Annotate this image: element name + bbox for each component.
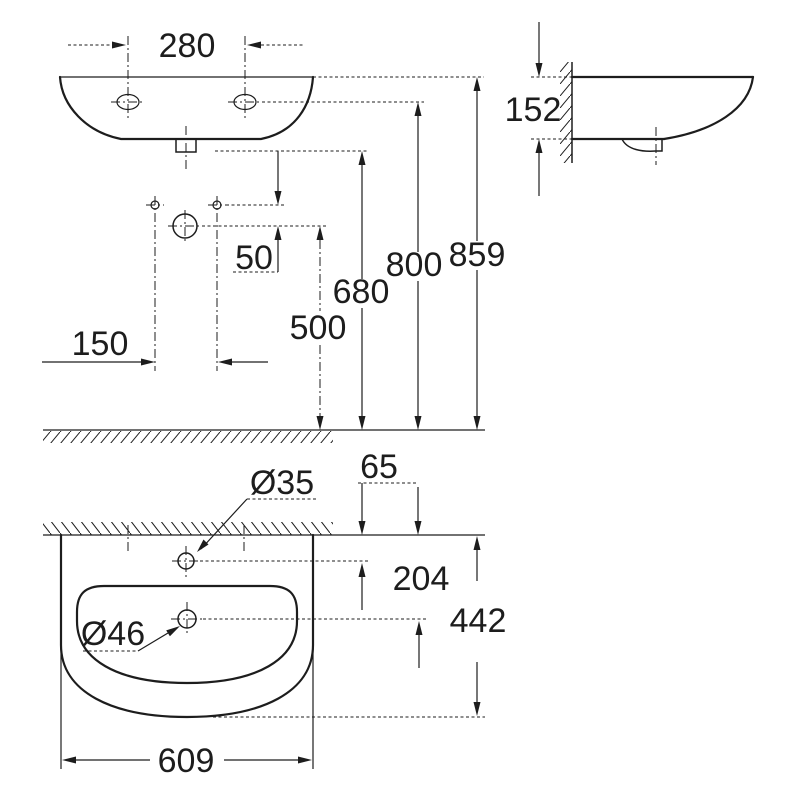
dim-609-label: 609 [158, 742, 215, 780]
label-dia35: Ø35 [197, 464, 318, 552]
arrow-down-icon [473, 702, 481, 716]
arrow-up-icon [414, 102, 422, 116]
dia35-leader-line [200, 498, 248, 550]
arrow-left-icon [62, 756, 76, 764]
arrow-down-icon [274, 191, 282, 205]
dim-280: 280 [68, 27, 305, 118]
dim-152: 152 [505, 22, 571, 196]
dim-65-label: 65 [360, 448, 398, 486]
arrow-up-icon [274, 226, 282, 240]
dim-800-label: 800 [386, 246, 443, 284]
basin-front-outline [58, 75, 315, 141]
arrow-left-icon [218, 358, 232, 366]
leader-arrow-icon [166, 626, 180, 637]
arrow-down-icon [358, 416, 366, 430]
dim-50-label: 50 [235, 239, 273, 277]
wall-hatch-plan [43, 522, 333, 535]
arrow-right-icon [112, 41, 126, 49]
arrow-down-icon [316, 416, 324, 430]
dim-500-label: 500 [290, 309, 347, 347]
plan-view [43, 522, 485, 719]
arrow-down-icon [473, 416, 481, 430]
dim-800: 800 [386, 102, 443, 430]
dim-680: 680 [333, 151, 390, 430]
arrow-up-icon [358, 563, 366, 577]
basin-front-curve-side [662, 75, 755, 141]
leader-arrow-icon [197, 539, 209, 552]
arrow-up-icon [535, 139, 543, 153]
arrow-down-icon [358, 521, 366, 535]
arrow-up-icon [358, 151, 366, 165]
dim-500: 500 [290, 226, 347, 430]
dim-150-label: 150 [72, 325, 129, 363]
arrow-right-icon [141, 358, 155, 366]
floor [43, 429, 485, 443]
dim-280-label: 280 [159, 27, 216, 65]
arrow-up-icon [316, 226, 324, 240]
dim-442: 442 [450, 536, 507, 716]
dim-152-label: 152 [505, 91, 562, 129]
dim-50: 50 [233, 151, 282, 277]
label-dia46: Ø46 [81, 615, 180, 653]
dim-680-label: 680 [333, 273, 390, 311]
arrow-down-icon [414, 416, 422, 430]
basin-bowl-outline-plan [75, 584, 299, 685]
dim-442-label: 442 [450, 602, 507, 640]
dia46-leader-line [137, 632, 169, 652]
dim-859: 859 [449, 77, 506, 430]
dia35-label: Ø35 [250, 464, 314, 502]
arrow-down-icon [414, 521, 422, 535]
side-view [560, 62, 755, 165]
arrow-right-icon [298, 756, 312, 764]
basin-outer-outline-plan [59, 533, 315, 719]
dia46-label: Ø46 [81, 615, 145, 653]
dim-204: 204 [393, 487, 450, 668]
arrow-up-icon [473, 536, 481, 550]
arrow-up-icon [415, 621, 423, 635]
floor-hatch [43, 431, 333, 443]
dim-150: 150 [42, 325, 268, 366]
dim-859-label: 859 [449, 236, 506, 274]
arrow-down-icon [535, 63, 543, 77]
dim-204-label: 204 [393, 560, 450, 598]
wall-hatch-side [560, 62, 572, 163]
arrow-left-icon [247, 41, 261, 49]
arrow-up-icon [473, 77, 481, 91]
dim-609: 609 [60, 648, 314, 780]
dim-65: 65 [358, 448, 418, 610]
